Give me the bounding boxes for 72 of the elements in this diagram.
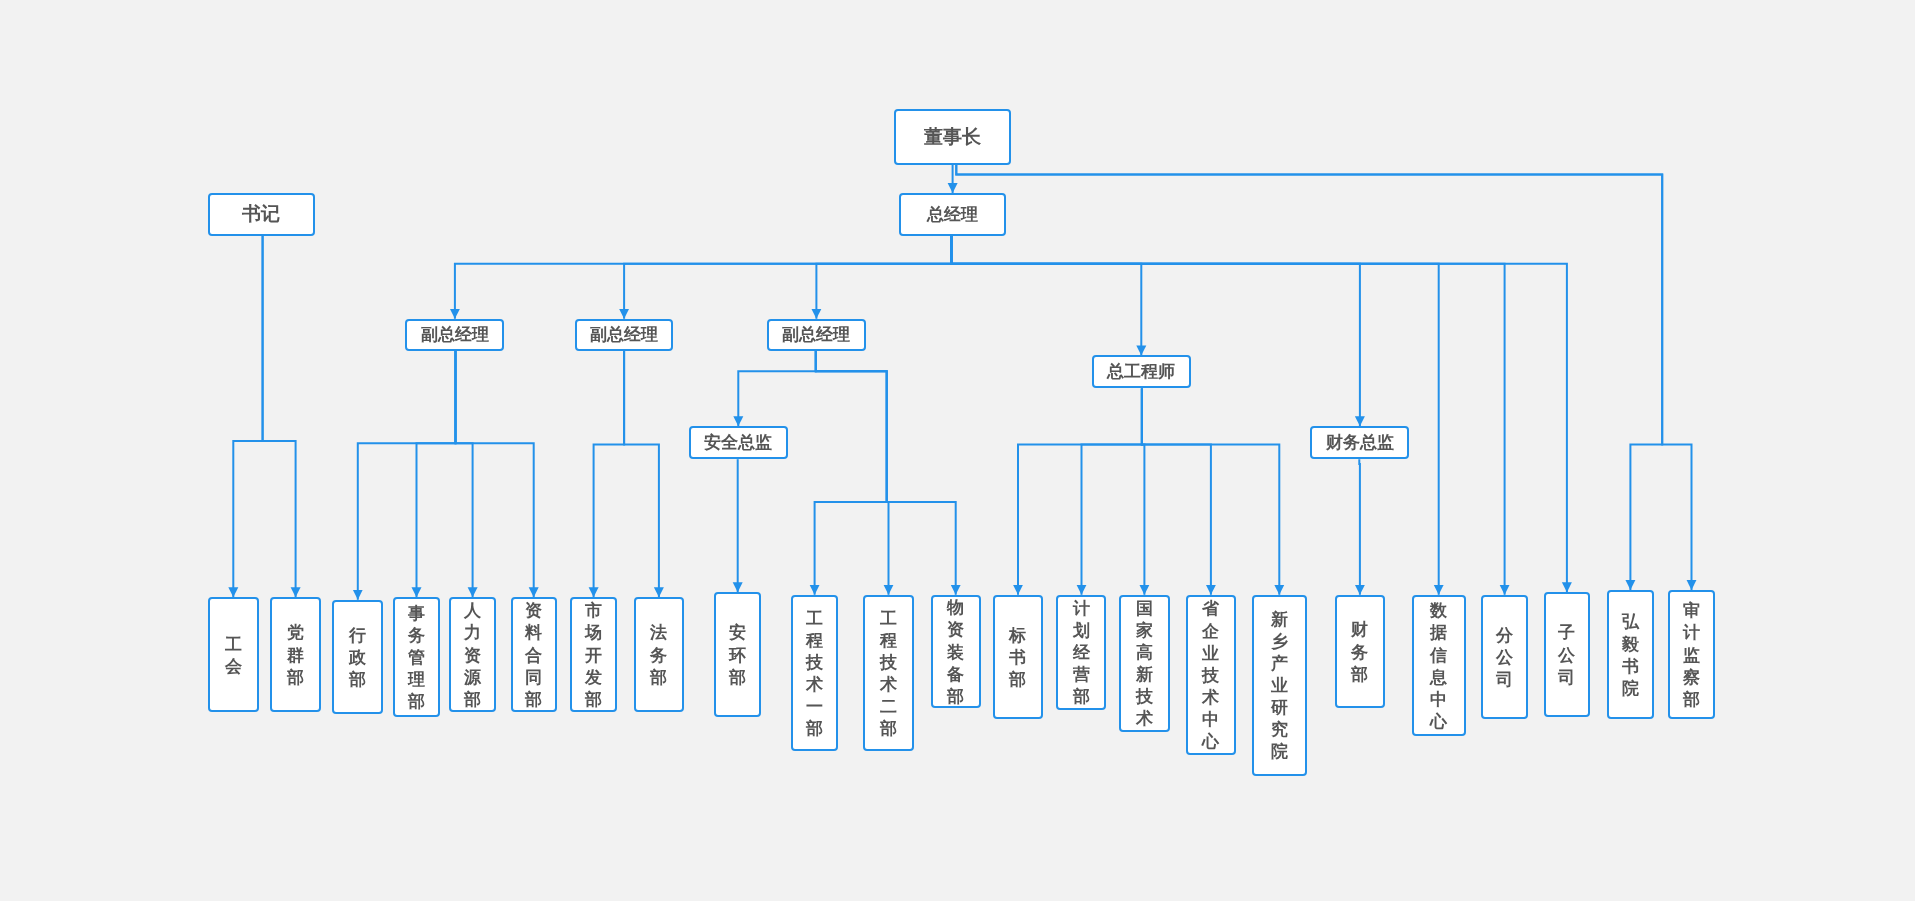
department-box bbox=[393, 597, 440, 717]
node-label: 市场开发部 bbox=[585, 599, 603, 710]
role-box bbox=[1091, 355, 1191, 389]
node-label: 安环部 bbox=[729, 621, 747, 688]
node-label: 物资装备部 bbox=[947, 596, 965, 707]
node-label: 副总经理 bbox=[590, 323, 659, 347]
node-label: 党群部 bbox=[287, 621, 305, 688]
connector-arrow bbox=[261, 234, 301, 599]
node-label: 法务部 bbox=[650, 621, 668, 688]
node-label: 安全总监 bbox=[704, 431, 773, 455]
node-label: 副总经理 bbox=[420, 323, 489, 347]
role-box bbox=[405, 318, 505, 351]
node-label: 资料合同部 bbox=[525, 599, 543, 710]
role-box bbox=[575, 318, 673, 351]
node-label: 标书部 bbox=[1009, 623, 1027, 691]
department-box bbox=[1543, 592, 1591, 717]
department-box bbox=[1056, 594, 1107, 710]
role-box bbox=[688, 426, 788, 460]
node-label: 计划经营部 bbox=[1072, 596, 1090, 708]
department-box bbox=[1607, 589, 1654, 720]
connector-arrow bbox=[1140, 387, 1285, 596]
role-box bbox=[894, 108, 1012, 165]
node-label: 事务管理部 bbox=[407, 601, 425, 713]
department-box bbox=[714, 592, 761, 717]
role-box bbox=[1310, 426, 1410, 460]
department-box bbox=[791, 594, 838, 752]
department-box bbox=[1334, 594, 1385, 709]
role-box bbox=[766, 318, 866, 351]
department-box bbox=[1481, 594, 1528, 720]
node-label: 工会 bbox=[224, 632, 242, 677]
role-box bbox=[207, 192, 316, 236]
department-box bbox=[1118, 594, 1170, 732]
connector-arrow bbox=[732, 458, 743, 594]
connector-arrow bbox=[947, 163, 958, 194]
node-label: 行政部 bbox=[349, 623, 367, 691]
department-box bbox=[510, 597, 557, 712]
node-label: 财务部 bbox=[1351, 618, 1369, 685]
department-box bbox=[633, 597, 684, 712]
department-box bbox=[207, 597, 259, 712]
role-box bbox=[898, 192, 1007, 236]
node-label: 子公司 bbox=[1558, 621, 1576, 688]
node-label: 数据信息中心 bbox=[1430, 599, 1448, 732]
connector-arrow bbox=[623, 349, 664, 599]
connector-arrow bbox=[454, 349, 539, 599]
department-box bbox=[1185, 594, 1236, 755]
node-label: 新乡产业研究院 bbox=[1270, 607, 1288, 763]
connector-arrow bbox=[814, 349, 961, 596]
node-label: 弘毅书院 bbox=[1621, 610, 1639, 699]
node-label: 国家高新技术 bbox=[1135, 596, 1153, 730]
node-label: 工程技术一部 bbox=[806, 606, 824, 740]
node-label: 书记 bbox=[242, 201, 281, 227]
department-box bbox=[449, 597, 496, 712]
department-box bbox=[1251, 594, 1307, 776]
department-box bbox=[992, 594, 1043, 720]
department-box bbox=[570, 597, 617, 712]
department-box bbox=[1668, 589, 1715, 720]
node-label: 分公司 bbox=[1496, 623, 1514, 691]
node-label: 总工程师 bbox=[1107, 360, 1176, 384]
department-box bbox=[269, 597, 322, 712]
department-box bbox=[332, 599, 384, 715]
node-label: 审计监察部 bbox=[1683, 599, 1700, 710]
node-label: 省企业技术中心 bbox=[1202, 597, 1220, 753]
node-label: 财务总监 bbox=[1325, 431, 1394, 455]
department-box bbox=[930, 594, 981, 709]
node-label: 总经理 bbox=[927, 202, 979, 226]
node-label: 人力资源部 bbox=[464, 599, 482, 710]
connector-arrow bbox=[1354, 458, 1365, 596]
node-label: 副总经理 bbox=[782, 323, 851, 347]
node-label: 工程技术二部 bbox=[880, 606, 897, 740]
department-box bbox=[863, 594, 914, 752]
node-label: 董事长 bbox=[924, 123, 982, 149]
department-box bbox=[1411, 594, 1466, 737]
